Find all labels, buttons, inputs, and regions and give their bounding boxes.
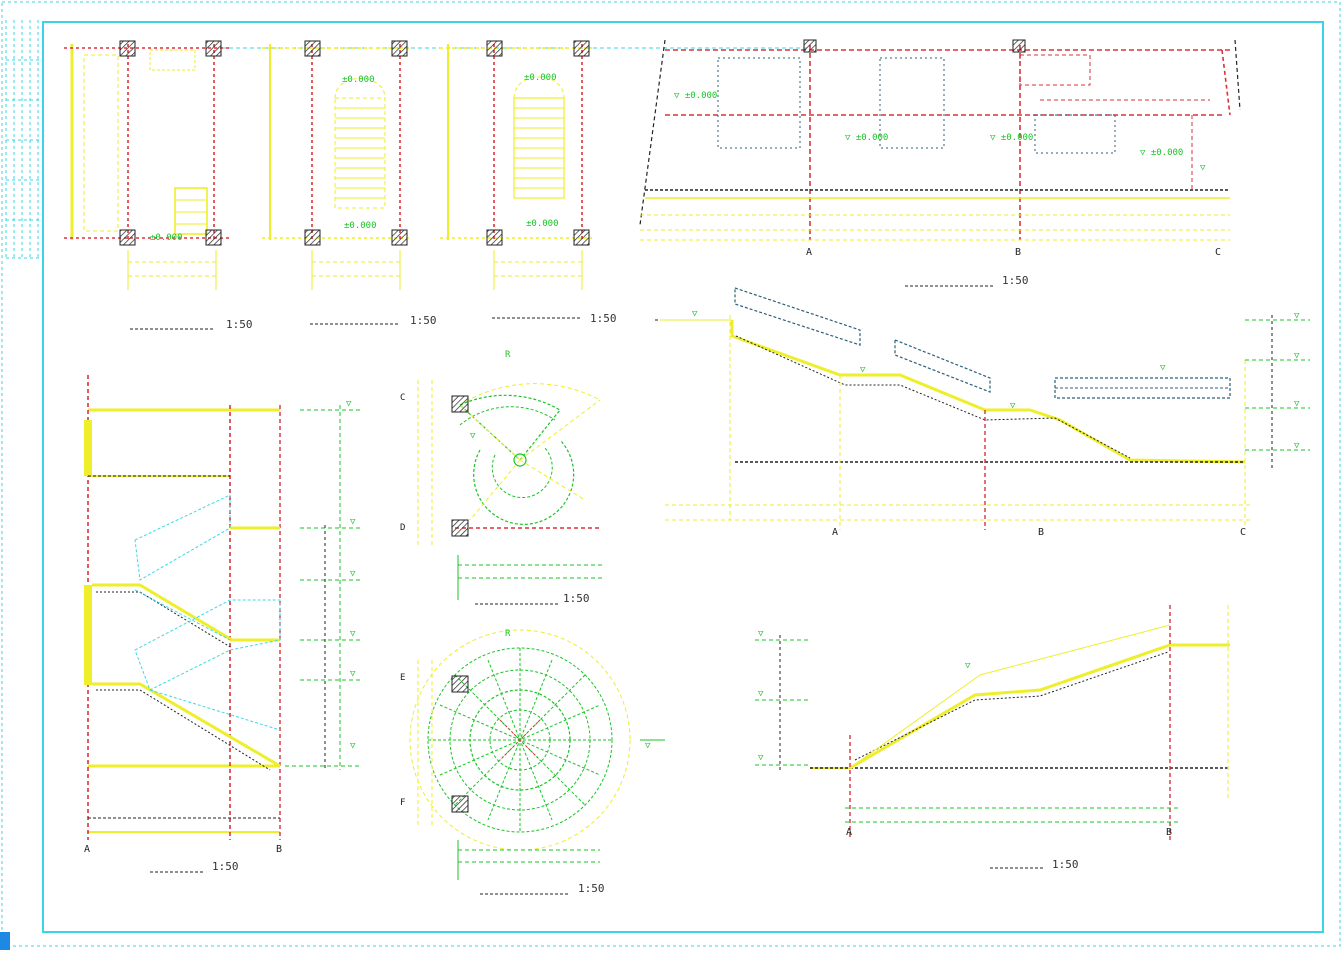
- caption-section-bottom-scale: 1:50: [1052, 858, 1079, 871]
- caption-plan-3: 1:50: [492, 312, 617, 325]
- svg-text:▽: ▽: [1010, 401, 1016, 411]
- svg-text:▽ ±0.000: ▽ ±0.000: [1140, 148, 1183, 158]
- stair-plan-1[interactable]: ±0.000: [64, 40, 232, 290]
- svg-text:▽: ▽: [692, 309, 698, 319]
- svg-text:▽ ±0.000: ▽ ±0.000: [990, 133, 1033, 143]
- svg-text:▽: ▽: [758, 629, 764, 639]
- svg-text:▽: ▽: [350, 741, 356, 751]
- caption-section-top: 1:50: [905, 274, 1029, 287]
- svg-text:±0.000: ±0.000: [526, 219, 559, 229]
- stair-plan-2[interactable]: ±0.000 ±0.000: [262, 40, 410, 290]
- section-top-right[interactable]: ▽ ±0.000 ▽ ±0.000 ▽ ±0.000 ▽ ±0.000 ▽ A …: [639, 39, 1241, 258]
- caption-section-bottom: 1:50: [990, 858, 1079, 871]
- svg-text:C: C: [1215, 247, 1221, 258]
- svg-text:▽: ▽: [645, 741, 651, 751]
- svg-text:A: A: [846, 827, 852, 838]
- svg-text:C: C: [400, 393, 405, 403]
- caption-section-left: 1:50: [150, 860, 239, 873]
- svg-text:A: A: [806, 247, 812, 258]
- svg-text:▽: ▽: [350, 629, 356, 639]
- svg-text:A: A: [832, 527, 838, 538]
- svg-text:±0.000: ±0.000: [150, 233, 183, 243]
- svg-text:R: R: [505, 350, 511, 360]
- svg-text:▽: ▽: [1294, 351, 1300, 361]
- svg-text:B: B: [1015, 247, 1021, 258]
- svg-text:▽ ±0.000: ▽ ±0.000: [674, 91, 717, 101]
- svg-text:F: F: [400, 798, 405, 808]
- svg-text:▽: ▽: [1160, 363, 1166, 373]
- caption-plan-2-scale: 1:50: [410, 314, 437, 327]
- svg-text:▽: ▽: [1294, 399, 1300, 409]
- caption-curved-plan: 1:50: [475, 592, 590, 605]
- caption-plan-1: 1:50: [130, 318, 253, 331]
- caption-section-left-scale: 1:50: [212, 860, 239, 873]
- svg-text:▽: ▽: [1294, 311, 1300, 321]
- caption-spiral-plan-scale: 1:50: [578, 882, 605, 895]
- svg-text:A: A: [84, 844, 90, 855]
- svg-text:▽: ▽: [758, 753, 764, 763]
- svg-text:▽: ▽: [346, 399, 352, 409]
- svg-text:▽: ▽: [350, 517, 356, 527]
- svg-text:▽: ▽: [1294, 441, 1300, 451]
- caption-curved-plan-scale: 1:50: [563, 592, 590, 605]
- caption-plan-1-scale: 1:50: [226, 318, 253, 331]
- left-margin-grid: [5, 20, 43, 259]
- svg-text:▽: ▽: [1200, 163, 1206, 173]
- svg-text:B: B: [1038, 527, 1044, 538]
- caption-spiral-plan: 1:50: [480, 882, 605, 895]
- svg-text:▽ ±0.000: ▽ ±0.000: [845, 133, 888, 143]
- section-middle-right[interactable]: ▽ ▽ ▽ ▽ ▽ ▽ ▽ ▽ A B C: [655, 287, 1310, 538]
- svg-text:±0.000: ±0.000: [524, 73, 557, 83]
- svg-text:▽: ▽: [350, 569, 356, 579]
- caption-section-top-scale: 1:50: [1002, 274, 1029, 287]
- svg-text:▽: ▽: [860, 365, 866, 375]
- svg-text:▽: ▽: [470, 431, 476, 441]
- svg-text:B: B: [276, 844, 282, 855]
- svg-text:±0.000: ±0.000: [342, 75, 375, 85]
- svg-text:±0.000: ±0.000: [344, 221, 377, 231]
- svg-text:▽: ▽: [965, 661, 971, 671]
- svg-text:▽: ▽: [350, 669, 356, 679]
- svg-text:E: E: [400, 673, 405, 683]
- caption-plan-2: 1:50: [310, 314, 437, 327]
- svg-text:D: D: [400, 523, 405, 533]
- spiral-stair-plan[interactable]: ▽ R E F: [400, 629, 665, 880]
- section-left[interactable]: ▽ ▽ ▽ ▽ ▽ ▽ A B: [84, 375, 360, 855]
- svg-text:C: C: [1240, 527, 1246, 538]
- svg-text:R: R: [505, 629, 511, 639]
- svg-text:▽: ▽: [758, 689, 764, 699]
- section-bottom-right[interactable]: ▽ ▽ ▽ ▽ A B: [755, 605, 1230, 840]
- stair-plan-3[interactable]: ±0.000 ±0.000: [440, 40, 592, 290]
- curved-stair-plan[interactable]: R ▽ C D: [400, 350, 605, 600]
- caption-plan-3-scale: 1:50: [590, 312, 617, 325]
- svg-text:B: B: [1166, 827, 1172, 838]
